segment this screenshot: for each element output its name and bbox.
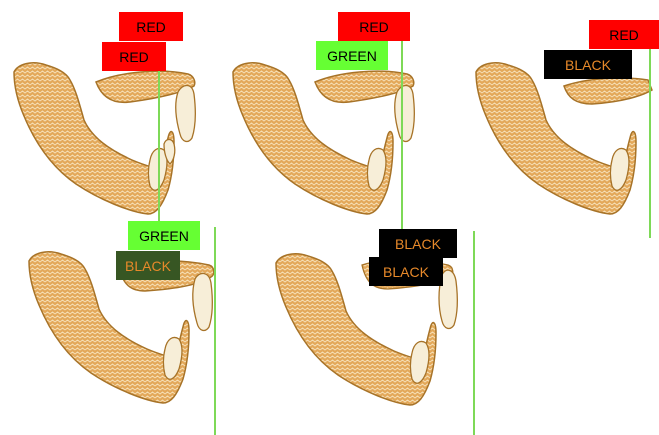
panel-2: RED GREEN (229, 10, 449, 230)
label-red-top: RED (119, 12, 183, 41)
upper-incisor (395, 86, 414, 142)
label-black: BLACK (544, 50, 632, 79)
panel-4: GREEN BLACK (25, 215, 245, 435)
label-green: GREEN (316, 41, 388, 70)
label-black-dark-green: BLACK (116, 251, 180, 280)
panel-5: BLACK BLACK (270, 215, 490, 435)
upper-incisor (193, 273, 212, 330)
panel-3: RED BLACK (472, 10, 659, 230)
label-red-second: RED (102, 42, 166, 71)
label-black-top: BLACK (379, 229, 457, 258)
label-red: RED (589, 20, 659, 49)
upper-jaw-shape (564, 78, 652, 104)
label-black-second: BLACK (369, 257, 443, 286)
label-green: GREEN (128, 221, 200, 250)
upper-incisor (176, 86, 195, 142)
panel-1: RED RED (10, 10, 230, 230)
label-red: RED (338, 12, 410, 41)
